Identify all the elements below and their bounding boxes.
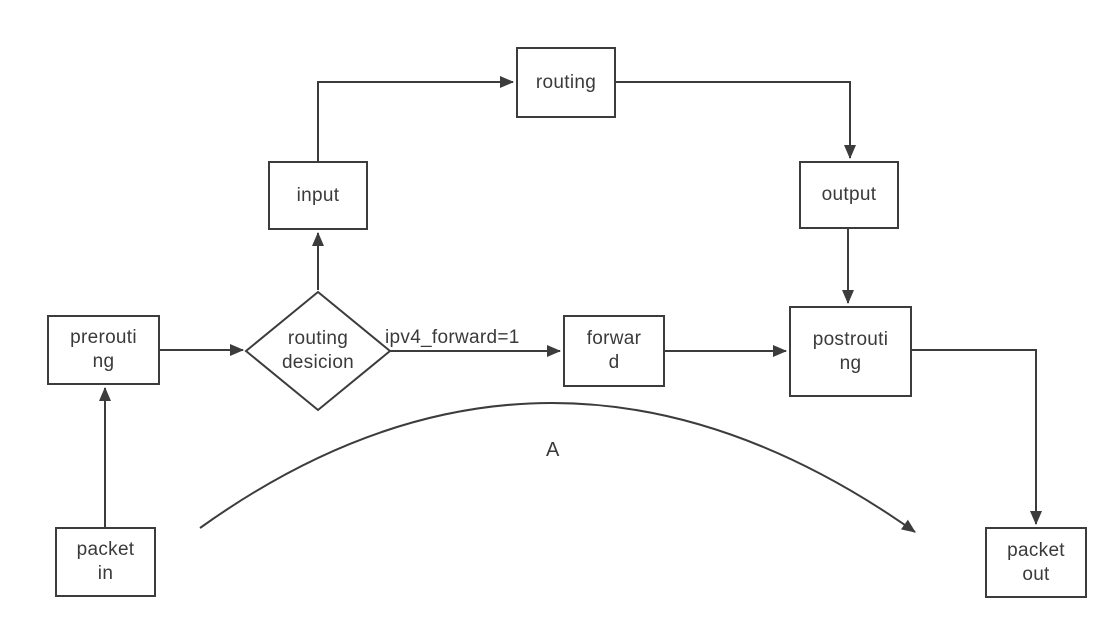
node-label: forwar [586,328,642,349]
node-routing: routing [516,47,616,118]
node-routing-decision-label: routing desicion [248,327,388,375]
node-label: ng [92,351,115,372]
node-label: input [296,184,340,206]
node-label: postrouti [812,328,889,350]
node-forward: forwar d [563,315,665,387]
node-label: in [97,563,114,584]
node-label: routing [287,328,349,349]
node-label: output [821,184,877,205]
edge-label-a: A [546,439,560,461]
node-prerouting: prerouti ng [47,315,160,385]
node-packet-out: packet out [985,527,1087,598]
node-postrouting: postrouti ng [789,306,912,397]
node-output: output [799,161,899,229]
edge-postrouting-to-packet-out [912,349,1042,525]
node-label: d [608,352,620,373]
node-label: desicion [281,352,355,373]
node-label: prerouti [70,327,137,348]
edge-arc-a [199,402,916,533]
node-packet-in: packet in [55,527,156,597]
edge-label-ipv4-forward: ipv4_forward=1 [385,327,520,348]
edge-input-to-routing [317,76,514,161]
node-label: routing [535,71,597,93]
node-input: input [268,161,368,230]
node-label: ng [839,352,862,374]
routing-decision-diamond [244,290,392,412]
node-label: packet [76,539,135,560]
edge-routing-to-output [616,81,856,159]
node-label: out [1022,563,1050,585]
node-label: packet [1007,539,1065,561]
